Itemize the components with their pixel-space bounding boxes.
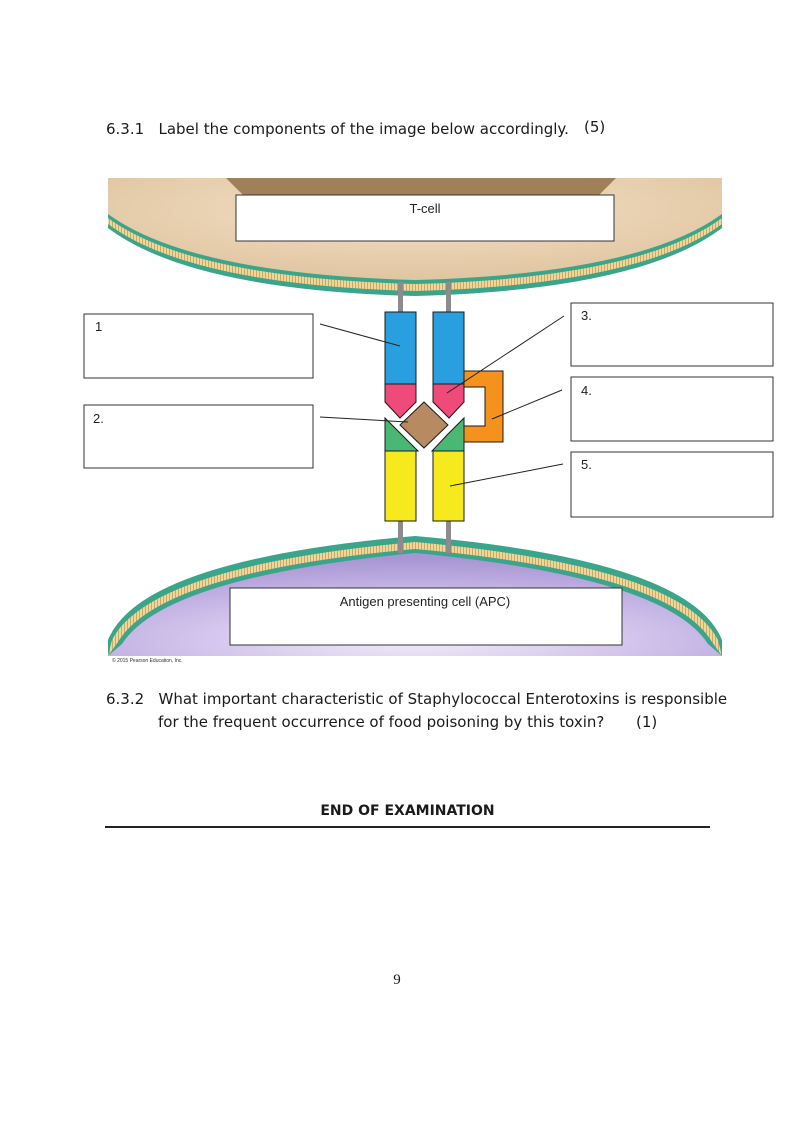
apc-label: Antigen presenting cell (APC): [340, 594, 511, 609]
answer-box-1[interactable]: 1: [83, 313, 314, 379]
answer-box-3-number: 3.: [581, 308, 592, 323]
tcr-pink-right: [432, 383, 465, 419]
leader-line-4: [491, 389, 563, 420]
marks-6-3-2: (1): [636, 713, 658, 731]
question-6-3-1: 6.3.1 Label the components of the image …: [106, 118, 569, 140]
leader-lines: [319, 315, 565, 487]
transmembrane-stalks: [398, 282, 451, 553]
answer-box-5[interactable]: 5.: [570, 451, 774, 518]
question-text: Label the components of the image below …: [158, 120, 569, 138]
mhc-yellow-left: [384, 450, 417, 522]
tcell-apc-diagram: T-cell Antigen presenting cell (APC) 1 2…: [83, 178, 774, 664]
tcell-nucleus-cap: [226, 178, 616, 196]
answer-box-4-number: 4.: [581, 383, 592, 398]
mhc-green-left: [384, 416, 420, 452]
leader-line-5: [449, 463, 564, 487]
question-number: 6.3.2: [106, 690, 145, 708]
question-text-line-1: What important characteristic of Staphyl…: [158, 690, 728, 708]
answer-box-2-number: 2.: [93, 411, 104, 426]
mhc-molecule: [384, 416, 465, 522]
t-cell-receptor: [384, 311, 465, 419]
answer-box-4[interactable]: 4.: [570, 376, 774, 442]
superantigen-toxin: [463, 370, 504, 443]
end-of-examination: END OF EXAMINATION: [320, 803, 495, 819]
antigen-peptide: [399, 401, 449, 449]
mhc-yellow-right: [432, 450, 465, 522]
tcr-pink-left: [384, 383, 417, 419]
tcell-label-box: [235, 194, 615, 242]
end-rule: [105, 826, 710, 828]
question-text-line-2: for the frequent occurrence of food pois…: [158, 713, 605, 731]
answer-box-1-number: 1: [95, 319, 102, 334]
answer-box-5-number: 5.: [581, 457, 592, 472]
tcr-blue-right: [432, 311, 465, 385]
apc-label-box: [229, 587, 623, 646]
question-6-3-2: 6.3.2 What important characteristic of S…: [106, 688, 727, 710]
mhc-green-right: [430, 416, 465, 452]
tcell-label: T-cell: [409, 201, 440, 216]
answer-box-3[interactable]: 3.: [570, 302, 774, 367]
page-number: 9: [393, 972, 401, 988]
question-number: 6.3.1: [106, 120, 145, 138]
marks-6-3-1: (5): [584, 118, 606, 136]
copyright-notice: © 2015 Pearson Education, Inc.: [112, 657, 183, 664]
leader-line-1: [319, 323, 401, 347]
tcr-blue-left: [384, 311, 417, 385]
leader-line-2: [319, 416, 409, 423]
answer-box-2[interactable]: 2.: [83, 404, 314, 469]
leader-line-3: [446, 315, 565, 394]
